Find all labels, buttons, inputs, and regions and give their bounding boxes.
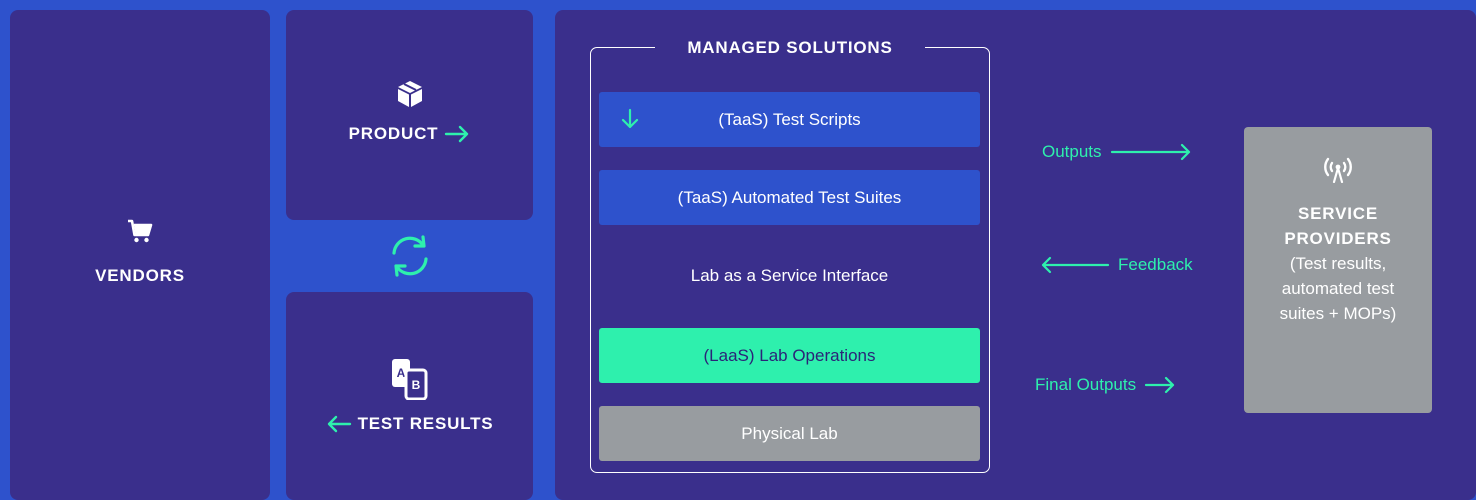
bar-label: Physical Lab [741, 423, 838, 443]
service-providers-box: SERVICE PROVIDERS (Test results, automat… [1244, 127, 1432, 413]
test-results-panel: A B TEST RESULTS [286, 292, 533, 500]
sync-icon [387, 233, 433, 279]
arrow-down-icon [620, 108, 640, 130]
vendors-label: VENDORS [95, 266, 185, 285]
final-outputs-label: Final Outputs [1035, 375, 1137, 394]
bar-laas-lab-operations: (LaaS) Lab Operations [599, 328, 980, 383]
managed-solutions-title: MANAGED SOLUTIONS [655, 36, 925, 60]
arrow-right-icon [444, 125, 470, 143]
vendors-panel: VENDORS [10, 10, 270, 500]
arrow-right-icon [1144, 376, 1176, 394]
bar-physical-lab: Physical Lab [599, 406, 980, 461]
final-outputs-flow: Final Outputs [1035, 375, 1176, 395]
antenna-icon [1321, 155, 1355, 183]
bar-taas-automated-test-suites: (TaaS) Automated Test Suites [599, 170, 980, 225]
box-icon [397, 80, 423, 108]
product-panel: PRODUCT [286, 10, 533, 220]
arrow-right-icon [1110, 143, 1192, 161]
bar-label: (TaaS) Test Scripts [718, 109, 861, 129]
outputs-flow: Outputs [1042, 142, 1192, 162]
outputs-label: Outputs [1042, 142, 1102, 161]
ab-phones-icon: A B [390, 358, 430, 400]
test-results-label-row: TEST RESULTS [326, 414, 494, 434]
product-label: PRODUCT [348, 124, 439, 143]
service-providers-title: SERVICE PROVIDERS [1284, 201, 1391, 251]
svg-text:B: B [411, 378, 420, 392]
shopping-cart-icon [127, 218, 153, 244]
bar-label: Lab as a Service Interface [690, 265, 889, 285]
svg-text:A: A [396, 366, 405, 380]
bar-taas-test-scripts: (TaaS) Test Scripts [599, 92, 980, 147]
bar-label: (LaaS) Lab Operations [703, 345, 876, 365]
feedback-label: Feedback [1118, 255, 1193, 274]
service-providers-title-line1: SERVICE [1298, 204, 1378, 223]
service-providers-desc: (Test results, automated test suites + M… [1279, 254, 1397, 323]
test-results-label: TEST RESULTS [357, 414, 494, 433]
arrow-left-icon [326, 415, 352, 433]
product-label-row: PRODUCT [349, 124, 471, 144]
service-providers-title-line2: PROVIDERS [1284, 229, 1392, 248]
feedback-flow: Feedback [1040, 255, 1193, 275]
arrow-left-icon [1040, 256, 1110, 274]
bar-laas-interface: Lab as a Service Interface [599, 248, 980, 303]
bar-label: (TaaS) Automated Test Suites [677, 187, 902, 207]
